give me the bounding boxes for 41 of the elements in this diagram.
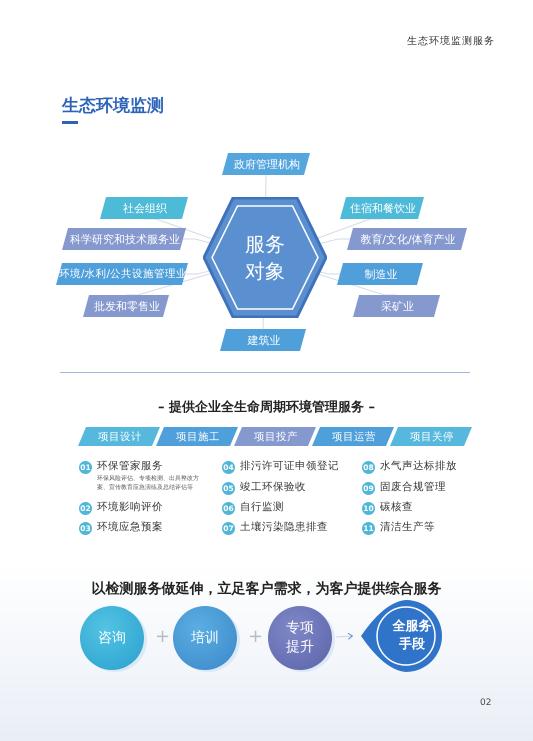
- item-label: 环境影响评价: [97, 500, 163, 514]
- item-label: 碳核查: [380, 500, 413, 514]
- item-label: 环境应急预案: [97, 520, 163, 534]
- connector-line: [320, 238, 350, 244]
- plus-sign: +: [155, 626, 170, 647]
- item-label: 排污许可证申领登记: [240, 459, 339, 473]
- connector-line: [126, 272, 212, 296]
- item-label: 土壤污染隐患排查: [240, 520, 328, 534]
- hexagon-node: 服务对象: [203, 197, 327, 318]
- connector-line: [265, 174, 266, 198]
- item-label: 水气声达标排放: [380, 459, 457, 473]
- sector-box: 采矿业: [353, 295, 440, 317]
- sector-box: 批发和零售业: [83, 295, 169, 317]
- sector-box: 住宿和餐饮业: [340, 197, 424, 219]
- header-text: 生态环境监测服务: [407, 34, 495, 48]
- section-heading: – 提供企业全生命周期环境管理服务 –: [156, 398, 376, 416]
- item-label: 自行监测: [240, 500, 284, 514]
- stage-banner: 项目运营: [312, 427, 396, 446]
- stage-banner: 项目设计: [78, 427, 162, 446]
- sector-box: 科学研究和技术服务业: [62, 228, 186, 250]
- page-title: 生态环境监测: [62, 95, 164, 117]
- item-label: 固废合规管理: [380, 480, 446, 494]
- stage-banner: 项目关停: [390, 427, 474, 446]
- connector-line: [184, 270, 210, 274]
- connector-line: [182, 238, 211, 244]
- page-number: 02: [480, 698, 492, 708]
- sector-box: 政府管理机构: [222, 153, 310, 175]
- sector-box: 制造业: [337, 263, 423, 285]
- connector-line: [262, 318, 264, 330]
- item-label: 清洁生产等: [380, 520, 435, 534]
- teardrop-node: 全服务手段: [360, 598, 444, 674]
- item-label: 环保管家服务: [97, 459, 163, 473]
- sector-box: 教育/文化/体育产业: [347, 228, 467, 250]
- item-label: 竣工环保验收: [240, 480, 306, 494]
- stage-banner: 项目投产: [234, 427, 318, 446]
- connector-line: [319, 271, 340, 274]
- sector-box: 社会组织: [100, 197, 188, 219]
- sector-box: 建筑业: [220, 329, 306, 351]
- section-heading: 以检测服务做延伸，立足客户需求，为客户提供综合服务: [90, 580, 442, 598]
- stage-banner: 项目施工: [156, 427, 240, 446]
- plus-sign: +: [248, 626, 264, 647]
